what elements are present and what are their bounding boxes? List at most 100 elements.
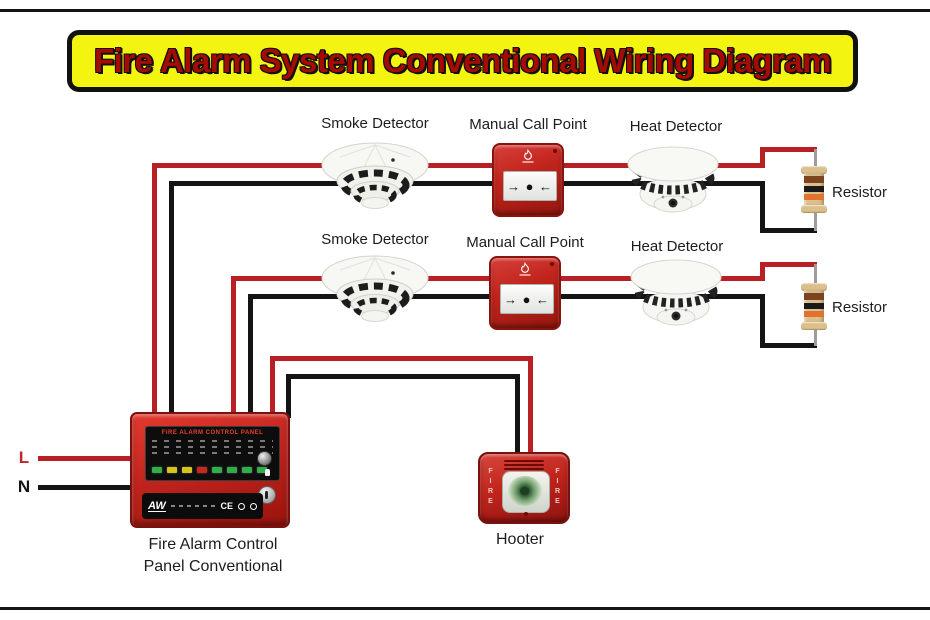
wire-zone1-return-riser bbox=[169, 181, 174, 418]
label-panel-caption-line2: Panel Conventional bbox=[143, 558, 283, 575]
label-resistor-zone1: Resistor bbox=[832, 184, 888, 201]
panel-knob bbox=[257, 451, 272, 466]
wire-zone1-live-to-resistor bbox=[760, 147, 817, 152]
wire-hooter-return-run bbox=[286, 374, 520, 379]
hooter-strobe-lens bbox=[502, 471, 550, 513]
panel-fine-print bbox=[170, 505, 216, 507]
ce-mark: CE bbox=[220, 501, 233, 511]
hooter-pip bbox=[524, 512, 528, 516]
mcp-glass-panel: → ● ← bbox=[503, 171, 557, 201]
resistor-top-cap bbox=[801, 283, 827, 291]
wire-hooter-return-riser bbox=[286, 374, 291, 418]
label-heat-detector-zone2: Heat Detector bbox=[630, 238, 724, 255]
panel-led bbox=[182, 467, 192, 473]
label-panel-caption-line1: Fire Alarm Control bbox=[148, 536, 278, 553]
panel-led bbox=[197, 467, 207, 473]
wire-zone2-return-to-resistor bbox=[760, 343, 817, 348]
hooter-fire-text-left: FIRE bbox=[487, 468, 494, 508]
mcp-led-dot bbox=[550, 262, 554, 266]
flame-icon bbox=[519, 262, 531, 276]
wire-zone1-live-jog-up bbox=[760, 147, 765, 168]
wire-zone1-return-jog-down bbox=[760, 181, 765, 233]
hooter-grille-slot bbox=[504, 468, 544, 470]
hooter-grille-slot bbox=[504, 460, 544, 462]
resistor-zone1 bbox=[801, 166, 827, 213]
wire-hooter-live-run bbox=[270, 356, 533, 361]
title-banner: Fire Alarm System Conventional Wiring Di… bbox=[67, 30, 858, 92]
resistor-bottom-cap bbox=[801, 205, 827, 213]
label-mains-live: L bbox=[18, 448, 30, 467]
resistor-band-1 bbox=[804, 176, 824, 183]
panel-led bbox=[242, 467, 252, 473]
resistor-band-2 bbox=[804, 303, 824, 309]
hooter-sounder: FIRE FIRE bbox=[478, 452, 570, 524]
smoke-detector-illustration bbox=[321, 142, 429, 209]
wire-zone2-return-jog-down bbox=[760, 294, 765, 348]
panel-led bbox=[152, 467, 162, 473]
flame-icon bbox=[522, 149, 534, 163]
label-hooter: Hooter bbox=[495, 531, 545, 548]
frame-bottom-border bbox=[0, 607, 930, 610]
panel-led bbox=[167, 467, 177, 473]
resistor-band-3 bbox=[804, 194, 824, 200]
heat-detector-zone2 bbox=[628, 257, 724, 337]
smoke-detector-zone1 bbox=[320, 141, 430, 219]
hooter-lens-interior bbox=[508, 476, 542, 506]
resistor-bottom-cap bbox=[801, 322, 827, 330]
panel-display: FIRE ALARM CONTROL PANEL bbox=[145, 426, 280, 481]
heat-detector-zone1 bbox=[625, 144, 721, 224]
hooter-grille-slot bbox=[504, 464, 544, 466]
panel-brand-strip: AW CE bbox=[142, 493, 263, 519]
resistor-top-cap bbox=[801, 166, 827, 174]
manual-call-point-zone1: → ● ← bbox=[492, 143, 564, 217]
certification-icon bbox=[250, 502, 257, 510]
resistor-body bbox=[804, 290, 824, 323]
wire-hooter-live-riser bbox=[270, 356, 275, 418]
label-mains-neutral: N bbox=[17, 477, 31, 496]
wire-zone2-live-riser bbox=[231, 276, 236, 418]
wire-zone1-return-run bbox=[169, 181, 765, 186]
smoke-detector-zone2 bbox=[320, 254, 430, 332]
wire-hooter-return-drop bbox=[515, 374, 520, 460]
page-title: Fire Alarm System Conventional Wiring Di… bbox=[94, 42, 831, 79]
heat-detector-illustration bbox=[630, 259, 722, 326]
label-smoke-detector-zone2: Smoke Detector bbox=[321, 231, 429, 248]
resistor-band-1 bbox=[804, 293, 824, 300]
resistor-band-2 bbox=[804, 186, 824, 192]
hand-icon bbox=[265, 469, 270, 476]
label-manual-call-point-zone1: Manual Call Point bbox=[469, 116, 587, 133]
wire-zone1-return-to-resistor bbox=[760, 228, 817, 233]
frame-top-border bbox=[0, 9, 930, 12]
fire-alarm-control-panel: FIRE ALARM CONTROL PANEL AW CE bbox=[130, 412, 290, 528]
label-manual-call-point-zone2: Manual Call Point bbox=[466, 234, 584, 251]
certification-icon bbox=[238, 502, 245, 510]
panel-display-indicator-row bbox=[152, 452, 273, 454]
wire-mains-live bbox=[38, 456, 133, 461]
panel-led bbox=[257, 467, 267, 473]
resistor-band-3 bbox=[804, 311, 824, 317]
panel-led bbox=[227, 467, 237, 473]
wire-hooter-live-drop bbox=[528, 356, 533, 460]
wire-mains-neutral bbox=[38, 485, 133, 490]
wire-zone1-live-riser bbox=[152, 163, 157, 418]
mcp-led-dot bbox=[553, 149, 557, 153]
hooter-fire-text-right: FIRE bbox=[554, 468, 561, 508]
heat-detector-illustration bbox=[627, 146, 719, 213]
wire-zone2-return-riser bbox=[248, 294, 253, 418]
mcp-glass-panel: → ● ← bbox=[500, 284, 554, 314]
resistor-zone2 bbox=[801, 283, 827, 330]
label-smoke-detector-zone1: Smoke Detector bbox=[321, 115, 429, 132]
wire-zone2-live-jog-up bbox=[760, 262, 765, 281]
panel-led bbox=[212, 467, 222, 473]
panel-display-indicator-row bbox=[152, 446, 273, 448]
panel-display-indicator-row bbox=[152, 440, 273, 442]
manual-call-point-zone2: → ● ← bbox=[489, 256, 561, 330]
wire-zone1-live-run bbox=[152, 163, 765, 168]
wire-zone2-live-to-resistor bbox=[760, 262, 817, 267]
panel-display-title: FIRE ALARM CONTROL PANEL bbox=[161, 430, 264, 436]
brand-logo: AW bbox=[148, 499, 166, 512]
panel-led-row bbox=[152, 467, 267, 473]
label-resistor-zone2: Resistor bbox=[832, 299, 888, 316]
resistor-body bbox=[804, 173, 824, 206]
